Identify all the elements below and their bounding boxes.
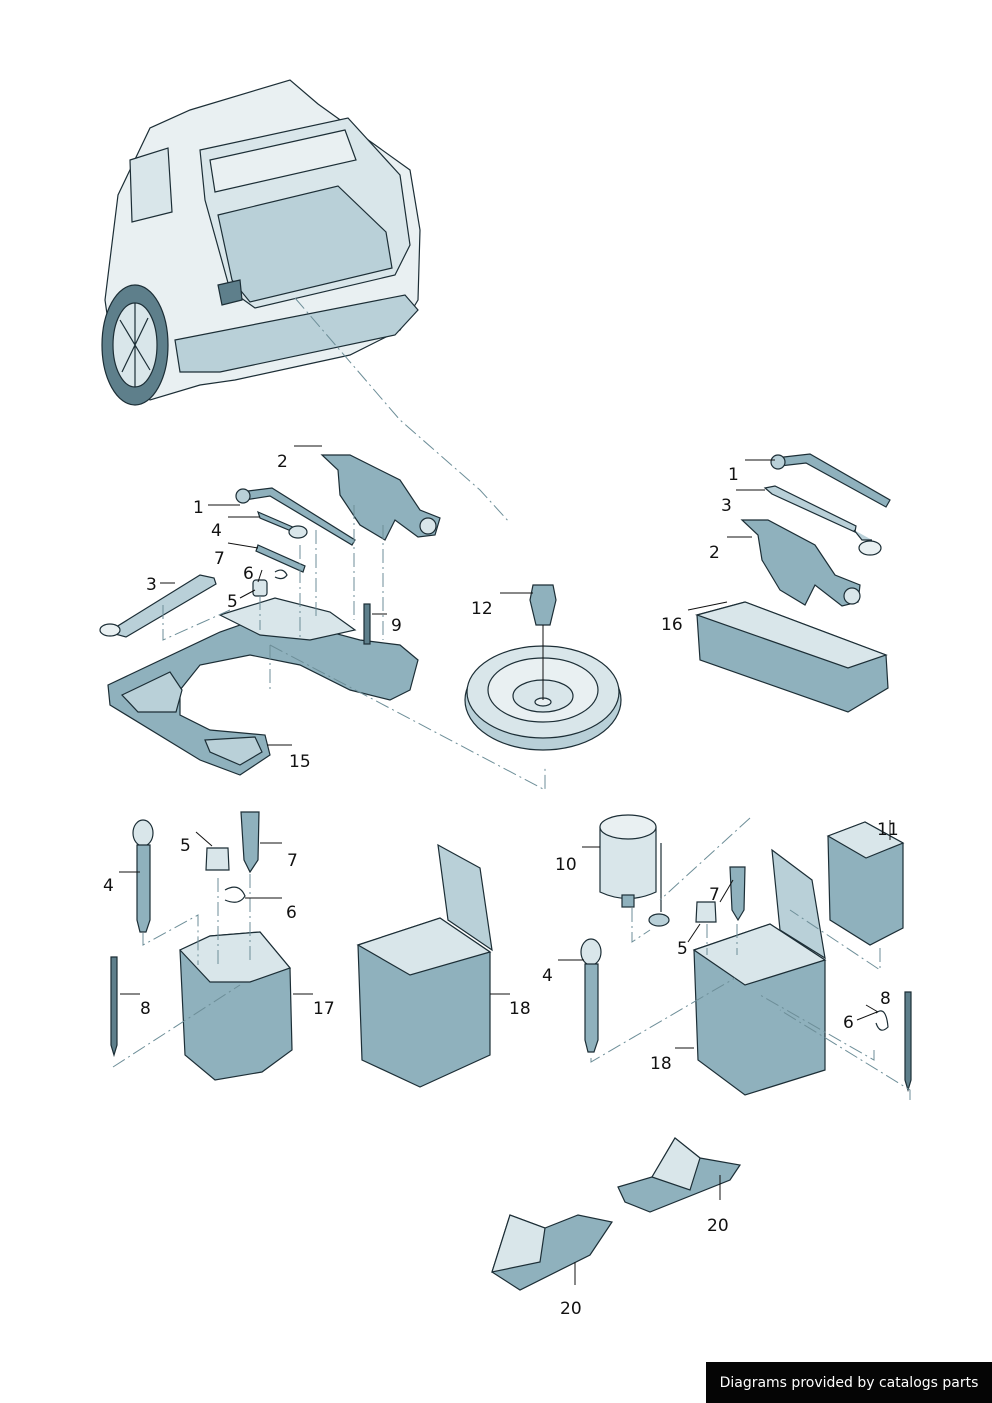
- callout-g5-7: 7: [709, 885, 720, 905]
- screwdriver-8d: [904, 991, 912, 1093]
- callout-labels: 2 1 4 7 6 3 5 9 12 15 1 3 2 16 5 7 4 6 8…: [103, 452, 899, 1319]
- hook-6: [274, 569, 288, 580]
- callout-g6-20a: 20: [707, 1216, 729, 1236]
- wheel-chocks-group: [491, 1137, 742, 1291]
- tool-7: [255, 544, 306, 573]
- callout-g3-8: 8: [140, 999, 151, 1019]
- socket-5d: [695, 901, 717, 923]
- callout-g6-20b: 20: [560, 1299, 582, 1319]
- leader-lines: [119, 445, 891, 1285]
- callout-g3-6: 6: [286, 903, 297, 923]
- tool-7d: [729, 866, 746, 922]
- tool-box-group-18a: [356, 843, 493, 1088]
- callout-g2-1: 1: [728, 465, 739, 485]
- callout-g2-2: 2: [709, 543, 720, 563]
- jack-set-group-left: [99, 297, 622, 791]
- callout-g5-8: 8: [880, 989, 891, 1009]
- jack-crank-3b: [763, 485, 857, 533]
- scissor-jack-2b: [740, 519, 861, 607]
- scissor-jack-2: [320, 454, 441, 541]
- screwdriver-9: [363, 603, 371, 645]
- tool-box-group-17: [110, 811, 293, 1081]
- callout-g1-6: 6: [243, 564, 254, 584]
- towing-eye-4c: [136, 844, 151, 933]
- vehicle-rear-illustration: [101, 79, 421, 406]
- callout-g5-6: 6: [843, 1013, 854, 1033]
- callout-g3-5: 5: [180, 836, 191, 856]
- socket-5: [252, 579, 268, 597]
- credit-banner: Diagrams provided by catalogs parts: [706, 1362, 992, 1403]
- callout-g5-11: 11: [877, 820, 899, 840]
- callout-g1-7: 7: [214, 549, 225, 569]
- callout-g4-18: 18: [509, 999, 531, 1019]
- jack-set-group-right: [694, 453, 891, 713]
- tool-box-group-18b: [580, 814, 912, 1100]
- hook-6c: [224, 886, 246, 903]
- callout-g2-16: 16: [661, 615, 683, 635]
- wheel-bolt-12: [529, 584, 557, 626]
- callout-g3-4: 4: [103, 876, 114, 896]
- callout-g3-17: 17: [313, 999, 335, 1019]
- callout-g1-2: 2: [277, 452, 288, 472]
- callout-g5-4: 4: [542, 966, 553, 986]
- callout-g5-10: 10: [555, 855, 577, 875]
- callout-g1-1: 1: [193, 498, 204, 518]
- callout-g1-5: 5: [227, 592, 238, 612]
- callout-g3-7: 7: [287, 851, 298, 871]
- callout-g1-15: 15: [289, 752, 311, 772]
- socket-5c: [205, 847, 230, 871]
- towing-eye-4d: [584, 963, 599, 1053]
- hook-6d: [875, 1010, 889, 1031]
- callout-g5-18: 18: [650, 1054, 672, 1074]
- callout-g1-9: 9: [391, 616, 402, 636]
- callout-g5-5: 5: [677, 939, 688, 959]
- callout-g1-3: 3: [146, 575, 157, 595]
- callout-g1-4: 4: [211, 521, 222, 541]
- callout-g2-3: 3: [721, 496, 732, 516]
- callout-g1-12: 12: [471, 599, 493, 619]
- screwdriver-8c: [110, 956, 118, 1058]
- tool-7c: [240, 811, 260, 874]
- jack-crank-3: [106, 574, 217, 638]
